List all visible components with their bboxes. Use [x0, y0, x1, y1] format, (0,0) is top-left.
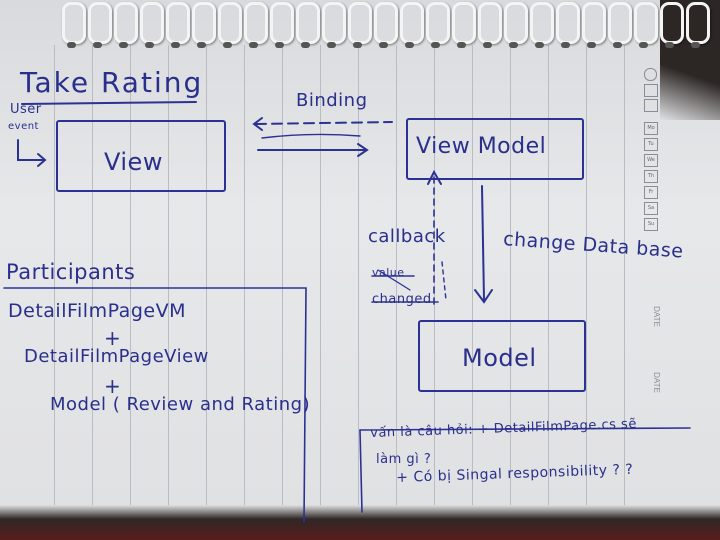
- ruled-line: [586, 45, 587, 505]
- spiral-hole: [639, 42, 648, 48]
- spiral-hole: [171, 42, 180, 48]
- spiral-hole: [119, 42, 128, 48]
- page-title: Take Rating: [20, 66, 204, 99]
- spiral-hole: [483, 42, 492, 48]
- ruled-line: [282, 45, 283, 505]
- callback-arrow-head: [427, 169, 442, 185]
- binding-label: Binding: [296, 90, 368, 111]
- ruled-line: [130, 45, 131, 505]
- spiral-hole: [145, 42, 154, 48]
- ruled-line: [472, 45, 473, 505]
- spiral-hole: [587, 42, 596, 48]
- spiral-hole: [665, 42, 674, 48]
- spiral-hole: [509, 42, 518, 48]
- spiral-hole: [457, 42, 466, 48]
- crossed-out-2: changed: [372, 292, 432, 307]
- spiral-hole: [561, 42, 570, 48]
- binding-arrow-left-head: [252, 117, 263, 131]
- planner-day-su: Su: [644, 218, 658, 231]
- ruled-line: [396, 45, 397, 505]
- binding-arrow-right-head: [357, 143, 369, 157]
- viewmodel-box: [406, 118, 584, 180]
- ruled-line: [54, 45, 55, 505]
- planner-strip: [634, 66, 660, 396]
- user-event-arrow: [17, 139, 45, 161]
- participant-3: Model ( Review and Rating): [50, 394, 311, 415]
- spiral-hole: [275, 42, 284, 48]
- ruled-line: [434, 45, 435, 505]
- ruled-line: [244, 45, 245, 505]
- spiral-hole: [691, 42, 700, 48]
- change-arrow-head: [474, 289, 493, 304]
- crossed-out-1: value: [372, 266, 405, 279]
- view-box: [56, 120, 226, 192]
- callback-label: callback: [368, 226, 446, 247]
- spiral-hole: [249, 42, 258, 48]
- ruled-line: [510, 45, 511, 505]
- participants-heading: Participants: [6, 260, 136, 284]
- model-label: Model: [462, 344, 537, 372]
- spiral-hole: [223, 42, 232, 48]
- question-frame-top: [359, 427, 691, 431]
- user-event-arrow-head: [37, 153, 47, 167]
- plus-1: +: [104, 326, 122, 350]
- participants-frame: [3, 287, 307, 523]
- participant-2: DetailFilmPageView: [24, 346, 209, 367]
- planner-square-icon: [644, 84, 658, 97]
- question-frame-left: [359, 429, 363, 513]
- spiral-hole: [405, 42, 414, 48]
- binding-scribble: [261, 133, 361, 139]
- background-corner: [660, 0, 720, 120]
- spiral-hole: [327, 42, 336, 48]
- spiral-hole: [197, 42, 206, 48]
- ruled-line: [168, 45, 169, 505]
- ruled-line: [548, 45, 549, 505]
- spiral-hole: [535, 42, 544, 48]
- user-event-label-2: event: [8, 121, 39, 132]
- spiral-hole: [301, 42, 310, 48]
- ruled-line: [624, 45, 625, 505]
- planner-diagonal-icon: [644, 99, 658, 112]
- participant-1: DetailFilmPageVM: [8, 300, 186, 322]
- spiral-hole: [431, 42, 440, 48]
- question-line-2: làm gì ?: [376, 452, 432, 467]
- background-table: [0, 505, 720, 540]
- planner-circle-icon: [644, 68, 657, 81]
- planner-day-sa: Sa: [644, 202, 658, 215]
- planner-day-fr: Fr: [644, 186, 658, 199]
- strike-3: [377, 269, 411, 291]
- ruled-line: [320, 45, 321, 505]
- plus-2: +: [104, 374, 122, 398]
- spiral-hole: [613, 42, 622, 48]
- spiral-hole: [67, 42, 76, 48]
- title-underline: [21, 101, 197, 105]
- spiral-hole: [379, 42, 388, 48]
- model-box: [418, 320, 586, 392]
- change-arrow: [481, 185, 485, 301]
- planner-day-th: Th: [644, 170, 658, 183]
- view-label: View: [104, 148, 163, 176]
- binding-arrow-left: [255, 121, 393, 125]
- spiral-hole: [93, 42, 102, 48]
- user-event-label-1: User: [10, 102, 42, 117]
- viewmodel-label: View Model: [416, 134, 547, 159]
- ruled-line: [206, 45, 207, 505]
- spiral-hole: [353, 42, 362, 48]
- planner-day-tu: Tu: [644, 138, 658, 151]
- ruled-line: [358, 45, 359, 505]
- planner-day-mo: Mo: [644, 122, 658, 135]
- planner-day-we: We: [644, 154, 658, 167]
- ruled-line: [92, 45, 93, 505]
- callback-dash-2: [441, 261, 447, 301]
